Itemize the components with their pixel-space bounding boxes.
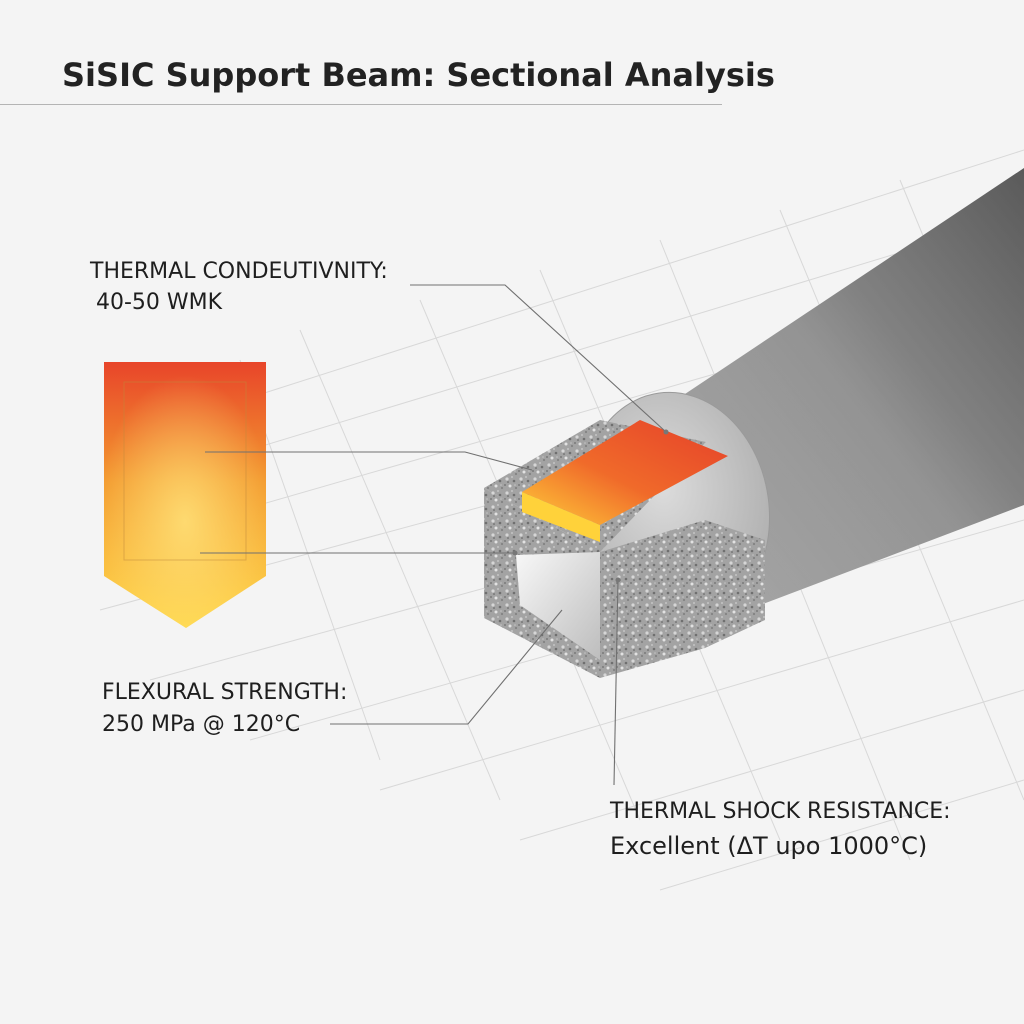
- porous-side-face: [600, 520, 765, 678]
- thermal-shock-value: Excellent (ΔT upo 1000°C): [610, 832, 928, 860]
- leader-thermal-conductivity: [410, 284, 667, 433]
- inner-cavity: [516, 552, 600, 660]
- leader-thermal-shock: [613, 579, 619, 786]
- heat-profile-inner-outline: [123, 381, 247, 561]
- thermal-conductivity-label: THERMAL CONDEUTIVNITY:: [90, 259, 388, 284]
- leader-dots: [512, 429, 669, 583]
- title-divider: [0, 104, 722, 105]
- leader-flexural-strength: [330, 609, 563, 725]
- heat-profile-shape: [104, 362, 266, 628]
- beam-cross-section: [484, 420, 765, 678]
- hot-plate-front: [522, 492, 600, 542]
- leader-heat-profile-top: [205, 451, 533, 471]
- hot-plate-top: [522, 420, 728, 525]
- page-title: SiSIC Support Beam: Sectional Analysis: [62, 56, 775, 94]
- flexural-strength-label: FLEXURAL STRENGTH:: [102, 680, 348, 705]
- flexural-strength-value: 250 MPa @ 120°C: [102, 712, 301, 737]
- thermal-conductivity-value: 40-50 WMK: [96, 290, 223, 315]
- leader-lines: [200, 284, 667, 786]
- thermal-shock-label: THERMAL SHOCK RESISTANCE:: [610, 799, 951, 824]
